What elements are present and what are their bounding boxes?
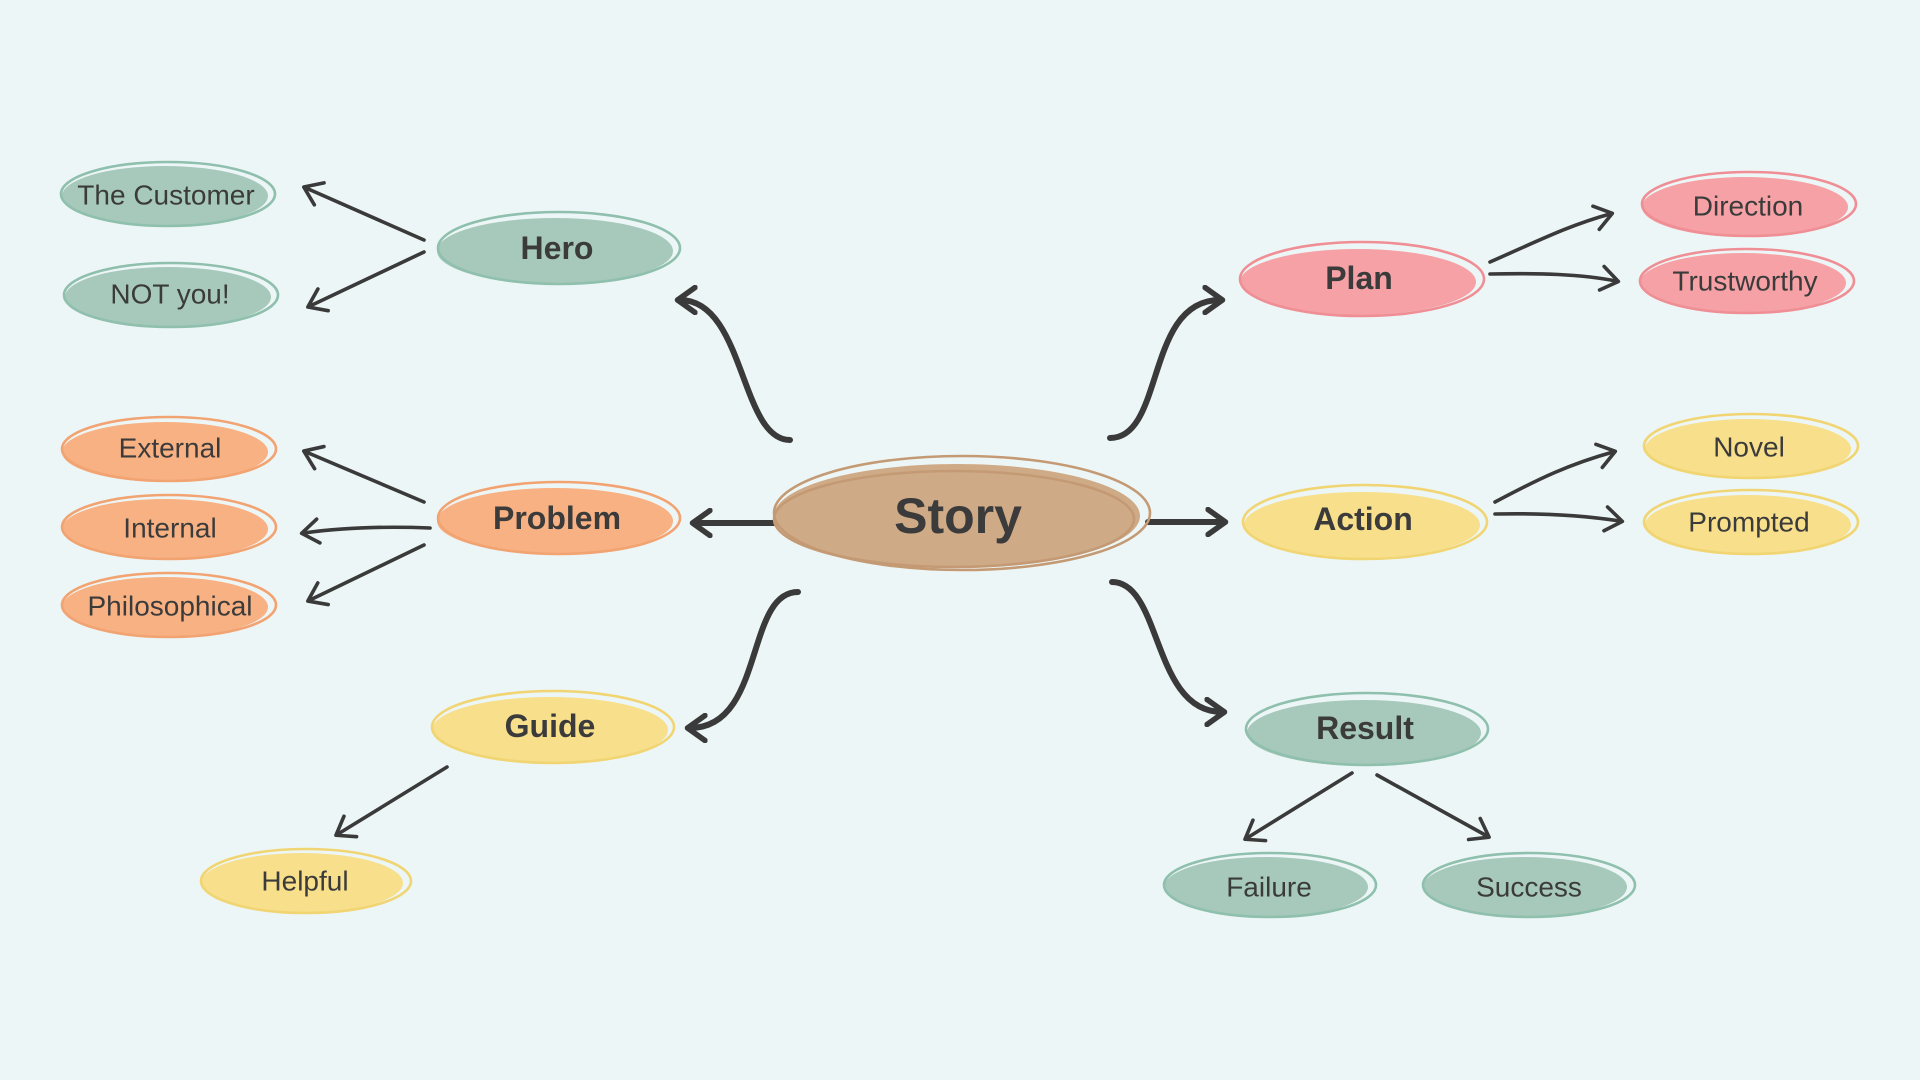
direction-node-ring	[1640, 170, 1858, 238]
internal-label: Internal	[123, 513, 216, 544]
leaf-trustworthy: Trustworthy	[1638, 247, 1856, 315]
arrow-result-to-failure	[1243, 771, 1354, 843]
arrow-root-to-guide	[690, 589, 801, 728]
branch-hero: Hero	[436, 210, 682, 286]
action-node-fill	[1244, 492, 1480, 558]
philosophical-node-fill	[62, 577, 268, 637]
direction-node-fill	[1642, 177, 1848, 237]
helpful-label: Helpful	[261, 866, 348, 897]
problem-label: Problem	[493, 500, 621, 536]
result-label: Result	[1316, 710, 1414, 746]
arrow-plan-to-trustworthy	[1488, 264, 1621, 292]
arrow-result-to-success	[1375, 773, 1491, 842]
hero-label: Hero	[521, 230, 594, 266]
success-node-fill	[1423, 857, 1627, 917]
helpful-node-ring	[199, 847, 413, 915]
trustworthy-node-ring	[1638, 247, 1856, 315]
root-node-ring-inner	[772, 469, 1136, 569]
prompted-node-ring	[1642, 488, 1860, 556]
arrow-action-to-novel	[1493, 442, 1618, 504]
root-connectors	[680, 300, 1223, 728]
failure-node-fill	[1164, 857, 1368, 917]
leaf-direction: Direction	[1640, 170, 1858, 238]
leaf-external: External	[60, 415, 278, 483]
direction-label: Direction	[1693, 191, 1803, 222]
trustworthy-label: Trustworthy	[1672, 266, 1817, 297]
plan-label: Plan	[1325, 260, 1393, 296]
arrow-problem-to-internal	[299, 517, 432, 545]
arrow-problem-to-philosophical	[306, 543, 426, 607]
root-node: Story	[772, 454, 1152, 572]
success-label: Success	[1476, 872, 1582, 903]
leaf-novel: Novel	[1642, 412, 1860, 480]
external-node-ring	[60, 415, 278, 483]
arrow-plan-to-direction	[1488, 204, 1615, 264]
problem-node-ring	[436, 480, 682, 556]
the-customer-node-fill	[62, 166, 268, 226]
result-node-ring	[1244, 691, 1490, 767]
arrow-hero-to-not-you	[306, 250, 426, 313]
branch-action: Action	[1241, 483, 1489, 561]
internal-node-ring	[60, 493, 278, 561]
arrow-root-to-hero	[680, 300, 793, 443]
arrow-root-to-plan	[1107, 300, 1220, 441]
philosophical-node-ring	[60, 571, 278, 639]
leaf-helpful: Helpful	[199, 847, 413, 915]
root-label: Story	[894, 488, 1022, 544]
hero-node-fill	[437, 218, 673, 284]
prompted-node-fill	[1645, 495, 1851, 555]
leaf-philosophical: Philosophical	[60, 571, 278, 639]
leaf-internal: Internal	[60, 493, 278, 561]
the-customer-label: The Customer	[77, 180, 254, 211]
internal-node-fill	[62, 499, 268, 559]
arrow-action-to-prompted	[1493, 505, 1625, 533]
arrow-root-to-result	[1109, 579, 1222, 712]
arrow-problem-to-external	[301, 444, 426, 504]
leaf-the-customer: The Customer	[59, 160, 277, 228]
leaf-failure: Failure	[1162, 851, 1378, 919]
leaf-connectors	[299, 181, 1625, 843]
philosophical-label: Philosophical	[88, 591, 253, 622]
success-node-ring	[1421, 851, 1637, 919]
external-label: External	[119, 433, 222, 464]
action-label: Action	[1313, 501, 1413, 537]
novel-node-ring	[1642, 412, 1860, 480]
trustworthy-node-fill	[1640, 253, 1846, 313]
branch-plan: Plan	[1238, 240, 1486, 318]
novel-label: Novel	[1713, 432, 1785, 463]
failure-node-ring	[1162, 851, 1378, 919]
problem-node-fill	[437, 488, 673, 554]
leaf-not-you: NOT you!	[62, 261, 280, 329]
novel-node-fill	[1645, 419, 1851, 479]
failure-label: Failure	[1226, 872, 1312, 903]
guide-label: Guide	[505, 708, 596, 744]
result-node-fill	[1247, 700, 1481, 766]
hero-node-ring	[436, 210, 682, 286]
root-node-fill	[774, 464, 1140, 568]
not-you-node-fill	[65, 267, 271, 327]
plan-node-fill	[1240, 249, 1476, 315]
arrow-guide-to-helpful	[334, 765, 449, 839]
branch-result: Result	[1244, 691, 1490, 767]
branch-guide: Guide	[430, 689, 676, 765]
prompted-label: Prompted	[1688, 507, 1809, 538]
branch-problem: Problem	[436, 480, 682, 556]
the-customer-node-ring	[59, 160, 277, 228]
plan-node-ring	[1238, 240, 1486, 318]
leaf-success: Success	[1421, 851, 1637, 919]
leaf-prompted: Prompted	[1642, 488, 1860, 556]
action-node-ring	[1241, 483, 1489, 561]
helpful-node-fill	[201, 853, 403, 913]
not-you-label: NOT you!	[110, 279, 229, 310]
guide-node-ring	[430, 689, 676, 765]
not-you-node-ring	[62, 261, 280, 329]
arrow-hero-to-the-customer	[302, 181, 426, 242]
guide-node-fill	[432, 697, 668, 763]
external-node-fill	[62, 422, 268, 482]
